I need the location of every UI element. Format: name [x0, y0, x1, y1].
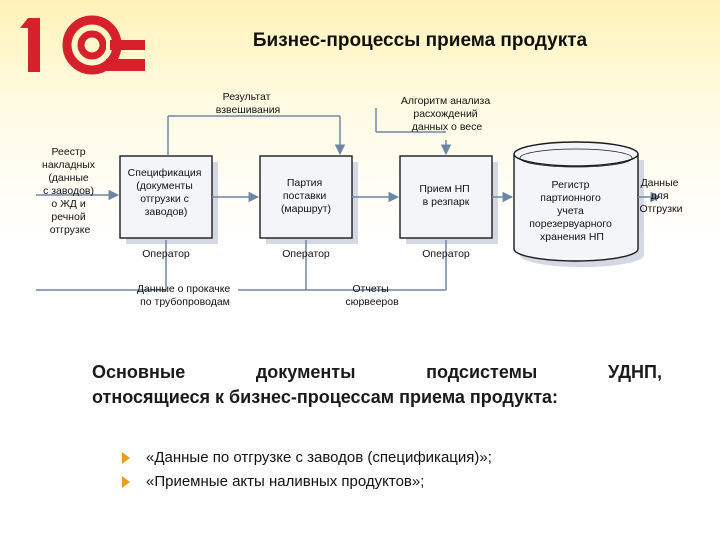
- page-title: Бизнес-процессы приема продукта: [252, 30, 588, 51]
- body-word: документы: [255, 362, 356, 382]
- operator-label-1: Оператор: [142, 248, 190, 260]
- body-line-2: относящиеся к бизнес-процессам приема пр…: [92, 387, 559, 407]
- receive-box-label: Прием НП в резпарк: [419, 183, 472, 208]
- body-word: подсистемы: [426, 362, 538, 382]
- body-paragraph: Основные документы подсистемы УДНП, отно…: [92, 360, 662, 410]
- pumping-input-label: Данные о прокачке по трубопроводам: [137, 283, 233, 308]
- survey-input-label: Отчеты сюрвееров: [345, 283, 399, 308]
- body-word: Основные: [92, 362, 186, 382]
- batch-box: Партия поставки (маршрут): [259, 155, 358, 244]
- receive-box: Прием НП в резпарк: [399, 155, 498, 244]
- register-database: Регистр партионного учета порезервуарног…: [513, 141, 644, 267]
- database-label: Регистр партионного учета порезервуарног…: [529, 179, 615, 243]
- registry-input-label: Реестр накладных (данные с заводов) о ЖД…: [42, 146, 98, 236]
- operator-label-2: Оператор: [282, 248, 330, 260]
- list-item-text: «Приемные акты наливных продуктов»;: [146, 473, 425, 490]
- algorithm-control-label: Алгоритм анализа расхождений данных о ве…: [401, 95, 493, 133]
- weighing-control-label: Результат взвешивания: [216, 91, 281, 116]
- process-diagram: Спецификация (документы отгрузки с завод…: [36, 91, 683, 308]
- document-list: «Данные по отгрузке с заводов (специфика…: [122, 446, 492, 494]
- operator-label-3: Оператор: [422, 248, 470, 260]
- list-item: «Данные по отгрузке с заводов (специфика…: [122, 446, 492, 470]
- batch-box-label: Партия поставки (маршрут): [281, 177, 331, 215]
- spec-box-label: Спецификация (документы отгрузки с завод…: [128, 167, 205, 218]
- bullet-arrow-icon: [122, 476, 130, 488]
- body-word: УДНП,: [607, 362, 662, 382]
- bullet-arrow-icon: [122, 452, 130, 464]
- list-item-text: «Данные по отгрузке с заводов (специфика…: [146, 449, 492, 466]
- list-item: «Приемные акты наливных продуктов»;: [122, 470, 492, 494]
- output-label: Данные для Отгрузки: [639, 177, 682, 215]
- company-logo: [20, 15, 145, 75]
- flow-arrows: [36, 108, 662, 291]
- spec-box: Спецификация (документы отгрузки с завод…: [119, 155, 218, 244]
